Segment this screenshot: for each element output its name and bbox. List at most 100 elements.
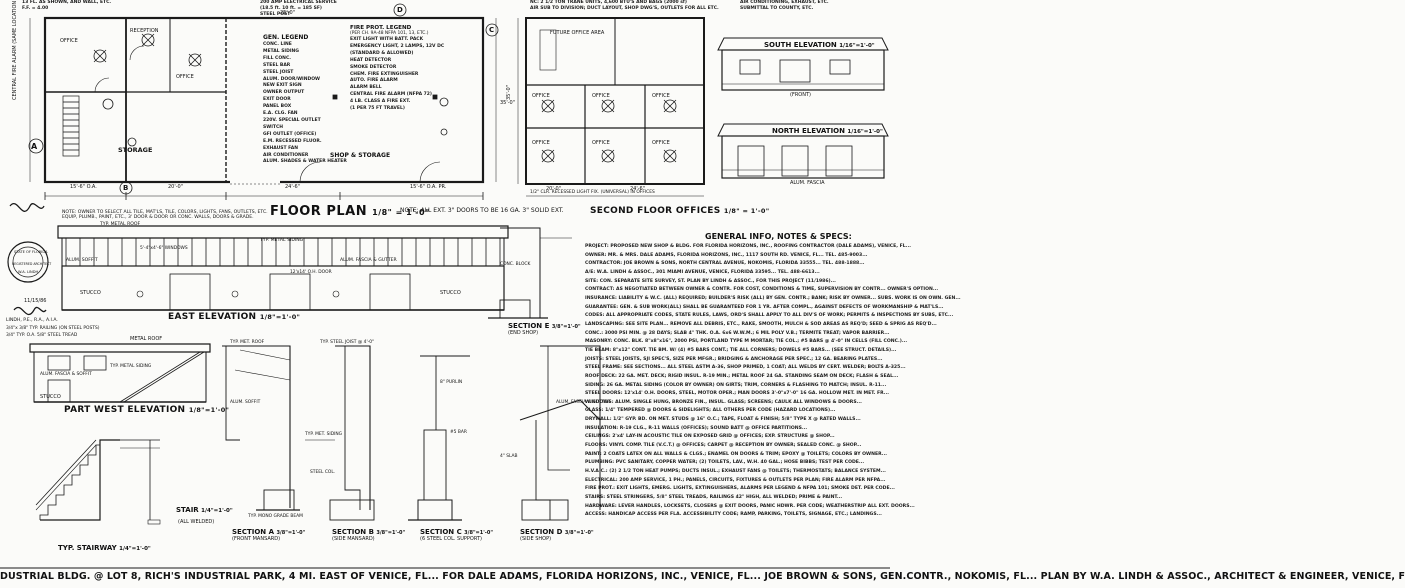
spec-line: PROJECT: PROPOSED NEW SHOP & BLDG. FOR F…: [585, 244, 911, 249]
top-note-left-1: 13 FL. AS SHOWN, AND WALL, ETC.: [22, 0, 112, 5]
spec-line: CONTRACTOR: JOE BROWN & SONS, NORTH CENT…: [585, 261, 865, 267]
east-elev-title: EAST ELEVATION 1/8"=1'-0": [168, 312, 300, 322]
part-west-elevation-drawing: [29, 343, 211, 403]
office-label-2: OFFICE: [176, 74, 194, 80]
second-floor-dim: 35'-0": [506, 84, 512, 100]
title-block-footer: DUSTRIAL BLDG. @ LOT 8, RICH'S INDUSTRIA…: [0, 571, 1405, 582]
gen-legend-item: EXHAUST FAN: [263, 145, 298, 151]
section-scale: 3/8"=1'-0": [276, 530, 306, 536]
fire-legend-item: CENTRAL FIRE ALARM (NFPA 72): [350, 92, 432, 98]
spec-line: OWNER: MR. & MRS. DALE ADAMS, FLORIDA HO…: [585, 252, 868, 258]
east-elev-scale: 1/8"=1'-0": [259, 313, 301, 321]
gen-legend-item: OWNER OUTPUT: [263, 90, 305, 96]
section-subtitle: (SIDE MANSARD): [332, 536, 375, 542]
fire-legend-title: FIRE PROT. LEGEND: [350, 25, 412, 31]
future-office-label: FUTURE OFFICE AREA: [550, 30, 605, 36]
west-note-2: 3/4" TYP. O.A. 5/8" STEEL TREAD: [6, 333, 78, 338]
spec-line: INSURANCE: LIABILITY & W.C. (ALL) REQUIR…: [585, 295, 961, 301]
top-note-far-right-2: SUBMITTAL TO COUNTY, ETC.: [740, 6, 814, 11]
gen-legend-item: STEEL JOIST: [263, 69, 294, 75]
section-scale: 3/8"=1'-0": [464, 530, 493, 536]
gen-legend-item: E.A. CLG. FAN: [263, 111, 298, 117]
spec-line: TIE BEAM: 8"x12" CONT. TIE BM. W/ (4) #5…: [585, 347, 897, 353]
typ-stair-title-text: TYP. STAIRWAY: [58, 544, 117, 552]
east-elev-title-text: EAST ELEVATION: [168, 312, 257, 322]
spec-lines: PROJECT: PROPOSED NEW SHOP & BLDG. FOR F…: [585, 243, 961, 520]
top-note-left-2: F.F. = 4.00: [22, 6, 49, 11]
north-elev-note: ALUM. FASCIA: [790, 180, 825, 186]
owner-note-1: NOTE: OWNER TO SELECT ALL TILE, MAT'LS, …: [62, 210, 268, 215]
top-note-mid-1: 200 AMP ELECTRICAL SERVICE: [260, 0, 337, 5]
spec-line: FLOORS: VINYL COMP. TILE (V.C.T.) @ OFFI…: [585, 443, 862, 449]
top-note-mid-2: (18.5 ft. 10 ft. = 185 SF): [260, 6, 322, 11]
spec-line: ELECTRICAL: 200 AMP SERVICE, 1 PH.; PANE…: [585, 477, 886, 483]
spec-line: CONTRACT: AS NEGOTIATED BETWEEN OWNER & …: [585, 287, 939, 293]
section-title-text: SECTION E: [508, 322, 550, 330]
west-roof-label: METAL ROOF: [130, 336, 163, 342]
spec-line: SITE: CON. SEPARATE SITE SURVEY, ST. PLA…: [585, 278, 836, 284]
office-label-1: OFFICE: [60, 38, 78, 44]
spec-line: GLASS: 1/4" TEMPERED @ DOORS & SIDELIGHT…: [585, 408, 836, 414]
spec-line: CODES: ALL APPROPRIATE CODES, STATE RULE…: [585, 313, 954, 319]
stair-title-text: STAIR: [176, 506, 199, 514]
owner-note-2: EQUIP, PLUMB., PAINT, ETC., 3' DOOR & DO…: [62, 215, 254, 220]
spec-line: INSULATION: R-19 CLG., R-11 WALLS (OFFIC…: [585, 425, 808, 431]
grid-c: C: [489, 26, 495, 34]
top-note-right: NC: 2 1/2 TON TRANE UNITS, 4,600 BTU'S A…: [530, 0, 719, 12]
stamp-drawing: [7, 203, 49, 316]
gen-legend-item: AIR CONDITIONER: [263, 152, 309, 158]
east-door-label: 12'x14' O.H. DOOR: [290, 270, 332, 275]
second-floor-office-label: OFFICE: [652, 140, 670, 146]
typ-stair-title: TYP. STAIRWAY 1/4"=1'-0": [58, 544, 151, 552]
general-specs: GENERAL INFO, NOTES & SPECS: PROJECT: PR…: [585, 232, 961, 520]
section-subtitle: (SIDE SHOP): [520, 536, 552, 542]
west-stucco-label: STUCCO: [40, 394, 61, 400]
fire-legend-item: ALARM BELL: [350, 85, 382, 91]
west-note-1: 3/4"x 3/8" TYP. RAILING (ON STEEL POSTS): [6, 326, 100, 331]
typ-stair-scale: 1/4"=1'-0": [119, 546, 151, 552]
east-stucco-label-2: STUCCO: [440, 290, 461, 296]
south-elev-scale: 1/16"=1'-0": [839, 43, 875, 49]
reception-label: RECEPTION: [130, 28, 159, 34]
fire-legend-item: CHEM. FIRE EXTINGUISHER: [350, 71, 419, 77]
spec-line: CONC.: 3000 PSI MIN. @ 28 DAYS; SLAB 4" …: [585, 330, 890, 336]
top-note-mid-3: STEEL POST: [260, 12, 291, 17]
section-scale: 3/8"=1'-0": [564, 530, 594, 536]
fire-legend-item: AUTO. FIRE ALARM: [350, 78, 398, 84]
owner-note: NOTE: OWNER TO SELECT ALL TILE, MAT'LS, …: [62, 210, 268, 220]
stair-scale: 1/4"=1'-0": [201, 508, 233, 514]
gen-legend-item: METAL SIDING: [263, 48, 299, 54]
east-stucco-label-1: STUCCO: [80, 290, 101, 296]
section-subtitle: (END SHOP): [508, 330, 539, 336]
fire-alarm-note: CENTRAL FIRE ALARM (SAME LOCATION IN OFF…: [12, 0, 18, 100]
dim-right: 24'-6": [285, 184, 301, 190]
gen-legend-item: NEW EXIT SIGN: [263, 83, 302, 89]
fire-legend-subtitle: (PER CH. 9A-48 NFPA 101, 13, ETC.): [350, 31, 429, 36]
second-floor-office-label: OFFICE: [532, 140, 550, 146]
west-elev-title-text: PART WEST ELEVATION: [64, 405, 186, 415]
west-siding-label: TYP. METAL SIDING: [110, 364, 152, 369]
stair-drawing: [35, 439, 161, 525]
fire-legend-item: EXIT LIGHT WITH BATT. PACK: [350, 37, 424, 42]
floor-plan-door-note: NOTE: ALL EXT. 3" DOORS TO BE 16 GA. 3" …: [400, 207, 564, 214]
sec-c-slab: 4" SLAB: [500, 454, 518, 459]
south-elev-title-text: SOUTH ELEVATION: [764, 41, 837, 49]
section-title-text: SECTION C: [420, 528, 462, 536]
section-scale: 3/8"=1'-0": [551, 324, 581, 330]
top-note-right-1: NC: 2 1/2 TON TRANE UNITS, 4,600 BTU'S A…: [530, 0, 687, 5]
gen-legend-item: EXIT DOOR: [263, 97, 291, 103]
stamp-line-2: REGISTERED ARCHITECT: [12, 262, 52, 266]
north-elevation-drawing: [717, 123, 889, 179]
second-floor-note: 1/2" CLR. RECESSED LIGHT FIX. (UNIVERSAL…: [530, 190, 655, 195]
second-floor-office-label: OFFICE: [592, 93, 610, 99]
spec-line: STAIRS: STEEL STRINGERS, 5/8" STEEL TREA…: [585, 495, 843, 501]
section-title: SECTION B 3/8"=1'-0"(SIDE MANSARD): [332, 528, 405, 542]
gen-legend-item: ALUM. DOOR/WINDOW: [263, 76, 321, 82]
spec-line: ROOF DECK: 22 GA. MET. DECK; RIGID INSUL…: [585, 373, 899, 379]
spec-line: JOISTS: STEEL JOISTS, SJI SPEC'S, SIZE P…: [585, 356, 883, 362]
gen-legend-title: GEN. LEGEND: [263, 34, 309, 41]
engineer-sign: LINDH, P.E., R.A., A.I.A.: [6, 318, 58, 323]
section-title: SECTION E 3/8"=1'-0" (END SHOP): [508, 322, 581, 336]
